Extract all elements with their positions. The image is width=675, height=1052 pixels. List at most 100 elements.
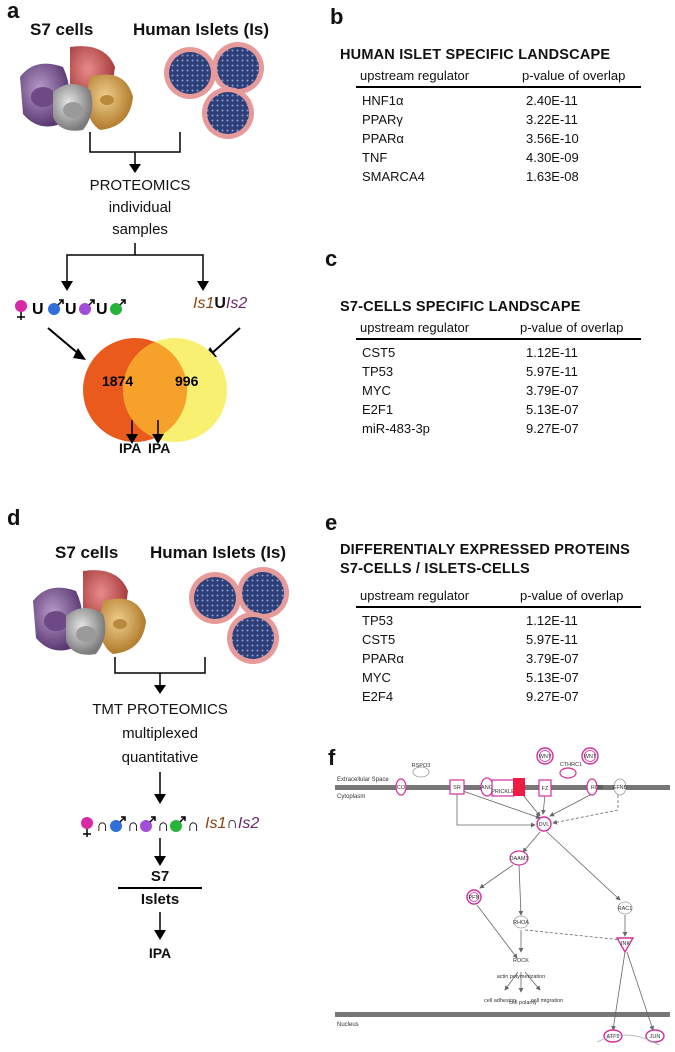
tmt-line-2: multiplexed xyxy=(122,725,198,742)
regulator-cell: PPARα xyxy=(362,651,404,666)
venn-right-value: 996 xyxy=(175,373,199,389)
human-islets-illustration-d xyxy=(189,567,289,664)
regulator-cell: HNF1α xyxy=(362,93,404,108)
panel-f-label: f xyxy=(328,745,336,770)
islet-intersect: Is1∩Is2 xyxy=(205,815,259,833)
svg-text:∩: ∩ xyxy=(96,816,108,835)
regulator-cell: SMARCA4 xyxy=(362,169,425,184)
table-c-title: S7-CELLS SPECIFIC LANDSCAPE xyxy=(340,299,581,315)
ratio-top: S7 xyxy=(150,868,170,885)
regulator-cell: CST5 xyxy=(362,345,396,360)
p-value-cell: 1.12E-11 xyxy=(526,613,578,628)
table-row: TNF 4.30E-09 xyxy=(362,150,642,169)
svg-text:∩: ∩ xyxy=(157,816,169,835)
table-row: HNF1α 2.40E-11 xyxy=(362,93,642,112)
table-b-rule xyxy=(356,86,641,88)
table-row: PPARα 3.79E-07 xyxy=(362,651,642,670)
p-value-cell: 2.40E-11 xyxy=(526,93,578,108)
p-value-cell: 4.30E-09 xyxy=(526,150,579,165)
tmt-line-3: quantitative xyxy=(121,749,199,766)
jnk-label: JNK xyxy=(620,941,631,947)
ror-label: ROR xyxy=(591,785,603,791)
daam1-label: DAAM1 xyxy=(510,856,529,862)
wnt1-label: WNT xyxy=(539,754,552,760)
adhesion-label: cell adhesion xyxy=(484,998,516,1004)
svg-text:∩: ∩ xyxy=(127,816,139,835)
table-row: E2F1 5.13E-07 xyxy=(362,402,642,421)
table-row: MYC 3.79E-07 xyxy=(362,383,642,402)
human-islets-illustration xyxy=(164,42,264,139)
svg-text:U: U xyxy=(65,301,77,318)
nucleus-label: Nucleus xyxy=(337,1022,359,1028)
nuclear-membrane xyxy=(335,1012,670,1017)
regulator-cell: miR-483-3p xyxy=(362,421,430,436)
regulator-cell: TNF xyxy=(362,150,388,165)
migration-label: cell migration xyxy=(531,998,563,1004)
human-islets-title-d: Human Islets (Is) xyxy=(150,543,287,562)
regulator-cell: E2F4 xyxy=(362,689,394,704)
dvl-label: DVL xyxy=(539,822,550,828)
regulator-cell: MYC xyxy=(362,383,391,398)
islet-union: Is1UIs2 xyxy=(193,295,247,313)
p-value-cell: 1.63E-08 xyxy=(526,169,579,184)
rhoa-label: RHOA xyxy=(513,920,529,926)
p-value-cell: 3.22E-11 xyxy=(526,112,578,127)
p-value-cell: 5.13E-07 xyxy=(526,402,579,417)
pfn-label: PFN xyxy=(469,895,480,901)
table-c-col1: upstream regulator xyxy=(360,320,470,335)
cthrc1-label: CTHRC1 xyxy=(560,762,582,768)
table-b-title: HUMAN ISLET SPECIFIC LANDSCAPE xyxy=(340,47,611,63)
proteomics-line-2: individual xyxy=(108,199,172,216)
p-value-cell: 5.13E-07 xyxy=(526,670,579,685)
p-value-cell: 9.27E-07 xyxy=(526,421,579,436)
proteomics-text: PROTEOMICS individual samples xyxy=(60,175,220,241)
rac1-label: RAC1 xyxy=(618,906,633,912)
regulator-cell: E2F1 xyxy=(362,402,394,417)
panel-e-label: e xyxy=(325,510,338,535)
intersect-symbol: ∩ xyxy=(226,815,238,832)
svg-text:U: U xyxy=(96,301,108,318)
table-e-title-1: DIFFERENTIALY EXPRESSED PROTEINS xyxy=(340,542,631,558)
regulator-cell: PPARγ xyxy=(362,112,403,127)
svg-text:∩: ∩ xyxy=(187,816,199,835)
jun-label: JUN xyxy=(650,1034,661,1040)
table-e-col2: p-value of overlap xyxy=(520,588,624,603)
regulator-cell: TP53 xyxy=(362,613,394,628)
p-value-cell: 3.79E-07 xyxy=(526,383,579,398)
merge-bracket-d xyxy=(114,657,206,694)
p-value-cell: 3.79E-07 xyxy=(526,651,579,666)
s7-cells-illustration xyxy=(20,46,133,131)
tmt-proteomics-text: TMT PROTEOMICS multiplexed quantitative xyxy=(75,698,245,770)
ratio-block: S7 Islets xyxy=(118,868,202,908)
extracellular-label: Extracellular Space xyxy=(337,777,389,783)
proteomics-line-3: samples xyxy=(112,221,168,238)
p-value-cell: 5.97E-11 xyxy=(526,364,578,379)
s7-cells-illustration-d xyxy=(33,570,146,655)
is1-label: Is1 xyxy=(193,295,215,312)
panel-d-label: d xyxy=(7,505,21,530)
table-b-col1: upstream regulator xyxy=(360,68,470,83)
ratio-bottom: Islets xyxy=(140,891,180,908)
proteomics-line-1: PROTEOMICS xyxy=(89,177,191,194)
ipa-right-a: IPA xyxy=(148,440,171,456)
rock-label: ROCK xyxy=(513,958,529,964)
sample-intersect-symbols: ∩ ∩ ∩ ∩ xyxy=(81,816,199,837)
ratio-divider xyxy=(118,887,202,889)
p-value-cell: 5.97E-11 xyxy=(526,632,578,647)
wnt-pathway-diagram: Extracellular Space Cytoplasm Nucleus CO… xyxy=(335,747,670,1045)
wnt2-label: WNT xyxy=(584,754,597,760)
panel-b-label: b xyxy=(330,4,344,29)
s7-cells-title-d: S7 cells xyxy=(55,543,119,562)
svg-text:U: U xyxy=(32,301,44,318)
polarity-label: cell polarity xyxy=(509,1000,537,1006)
venn-diagram: 1874 996 xyxy=(47,327,241,444)
sample-union-symbols: U U U xyxy=(15,299,126,320)
arrow-d-1 xyxy=(154,772,166,804)
cytoplasm-label: Cytoplasm xyxy=(337,794,365,800)
